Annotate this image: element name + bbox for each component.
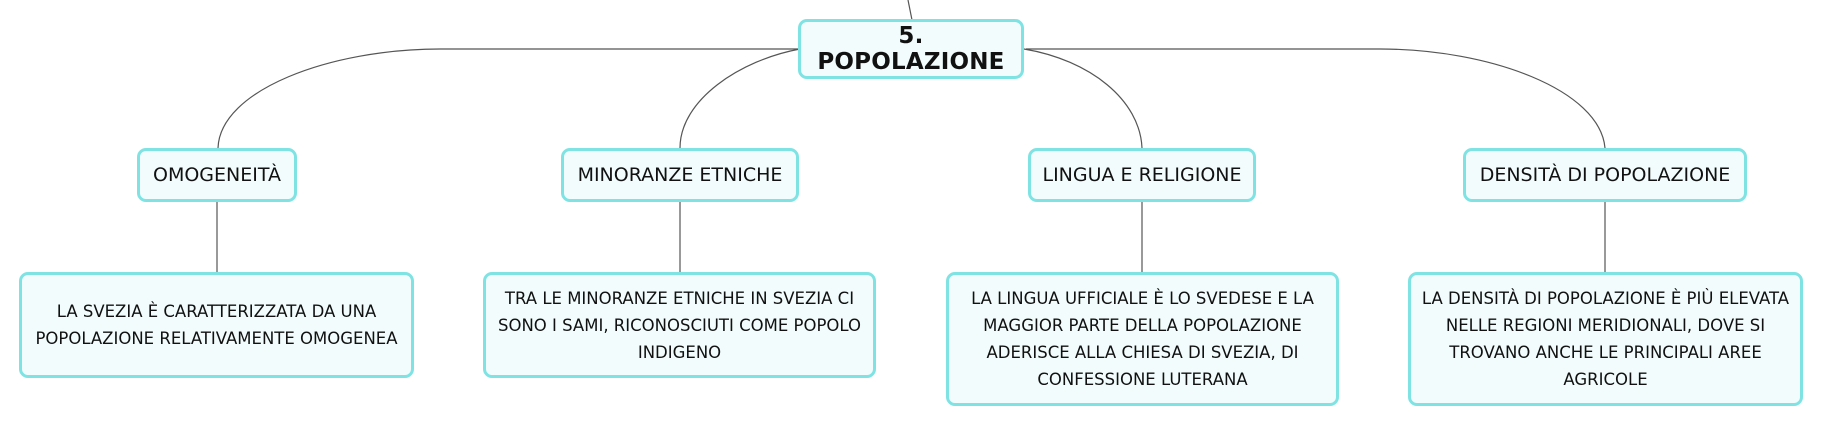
topic-node-minoranze-etniche[interactable]: MINORANZE ETNICHE: [561, 148, 799, 202]
topic-node-omogeneita[interactable]: OMOGENEITÀ: [137, 148, 297, 202]
connector-root-densita: [1026, 48, 1606, 149]
connector-root-lingua: [1023, 48, 1143, 149]
detail-node-densita-di-popolazione[interactable]: LA DENSITÀ DI POPOLAZIONE È PIÙ ELEVATA …: [1408, 272, 1803, 406]
topic-node-densita-di-popolazione[interactable]: DENSITÀ DI POPOLAZIONE: [1463, 148, 1747, 202]
root-node-label: 5. POPOLAZIONE: [817, 23, 1005, 75]
detail-node-text: LA DENSITÀ DI POPOLAZIONE È PIÙ ELEVATA …: [1421, 289, 1790, 389]
topic-node-lingua-e-religione[interactable]: LINGUA E RELIGIONE: [1028, 148, 1256, 202]
topic-node-label: MINORANZE ETNICHE: [577, 164, 783, 186]
root-node[interactable]: 5. POPOLAZIONE: [798, 19, 1024, 79]
connector-root-omogeneita: [217, 48, 802, 149]
detail-node-text: TRA LE MINORANZE ETNICHE IN SVEZIA CI SO…: [498, 288, 861, 362]
detail-node-text: LA SVEZIA È CARATTERIZZATA DA UNA POPOLA…: [35, 302, 398, 348]
connector-parent: [907, 0, 913, 21]
topic-node-label: LINGUA E RELIGIONE: [1042, 164, 1242, 186]
detail-node-omogeneita[interactable]: LA SVEZIA È CARATTERIZZATA DA UNA POPOLA…: [19, 272, 414, 378]
detail-node-lingua-e-religione[interactable]: LA LINGUA UFFICIALE È LO SVEDESE E LA MA…: [946, 272, 1339, 406]
detail-node-minoranze-etniche[interactable]: TRA LE MINORANZE ETNICHE IN SVEZIA CI SO…: [483, 272, 876, 378]
connector-root-minoranze: [679, 48, 801, 149]
topic-node-label: DENSITÀ DI POPOLAZIONE: [1479, 164, 1731, 186]
topic-node-label: OMOGENEITÀ: [153, 164, 281, 186]
detail-node-text: LA LINGUA UFFICIALE È LO SVEDESE E LA MA…: [971, 289, 1314, 389]
